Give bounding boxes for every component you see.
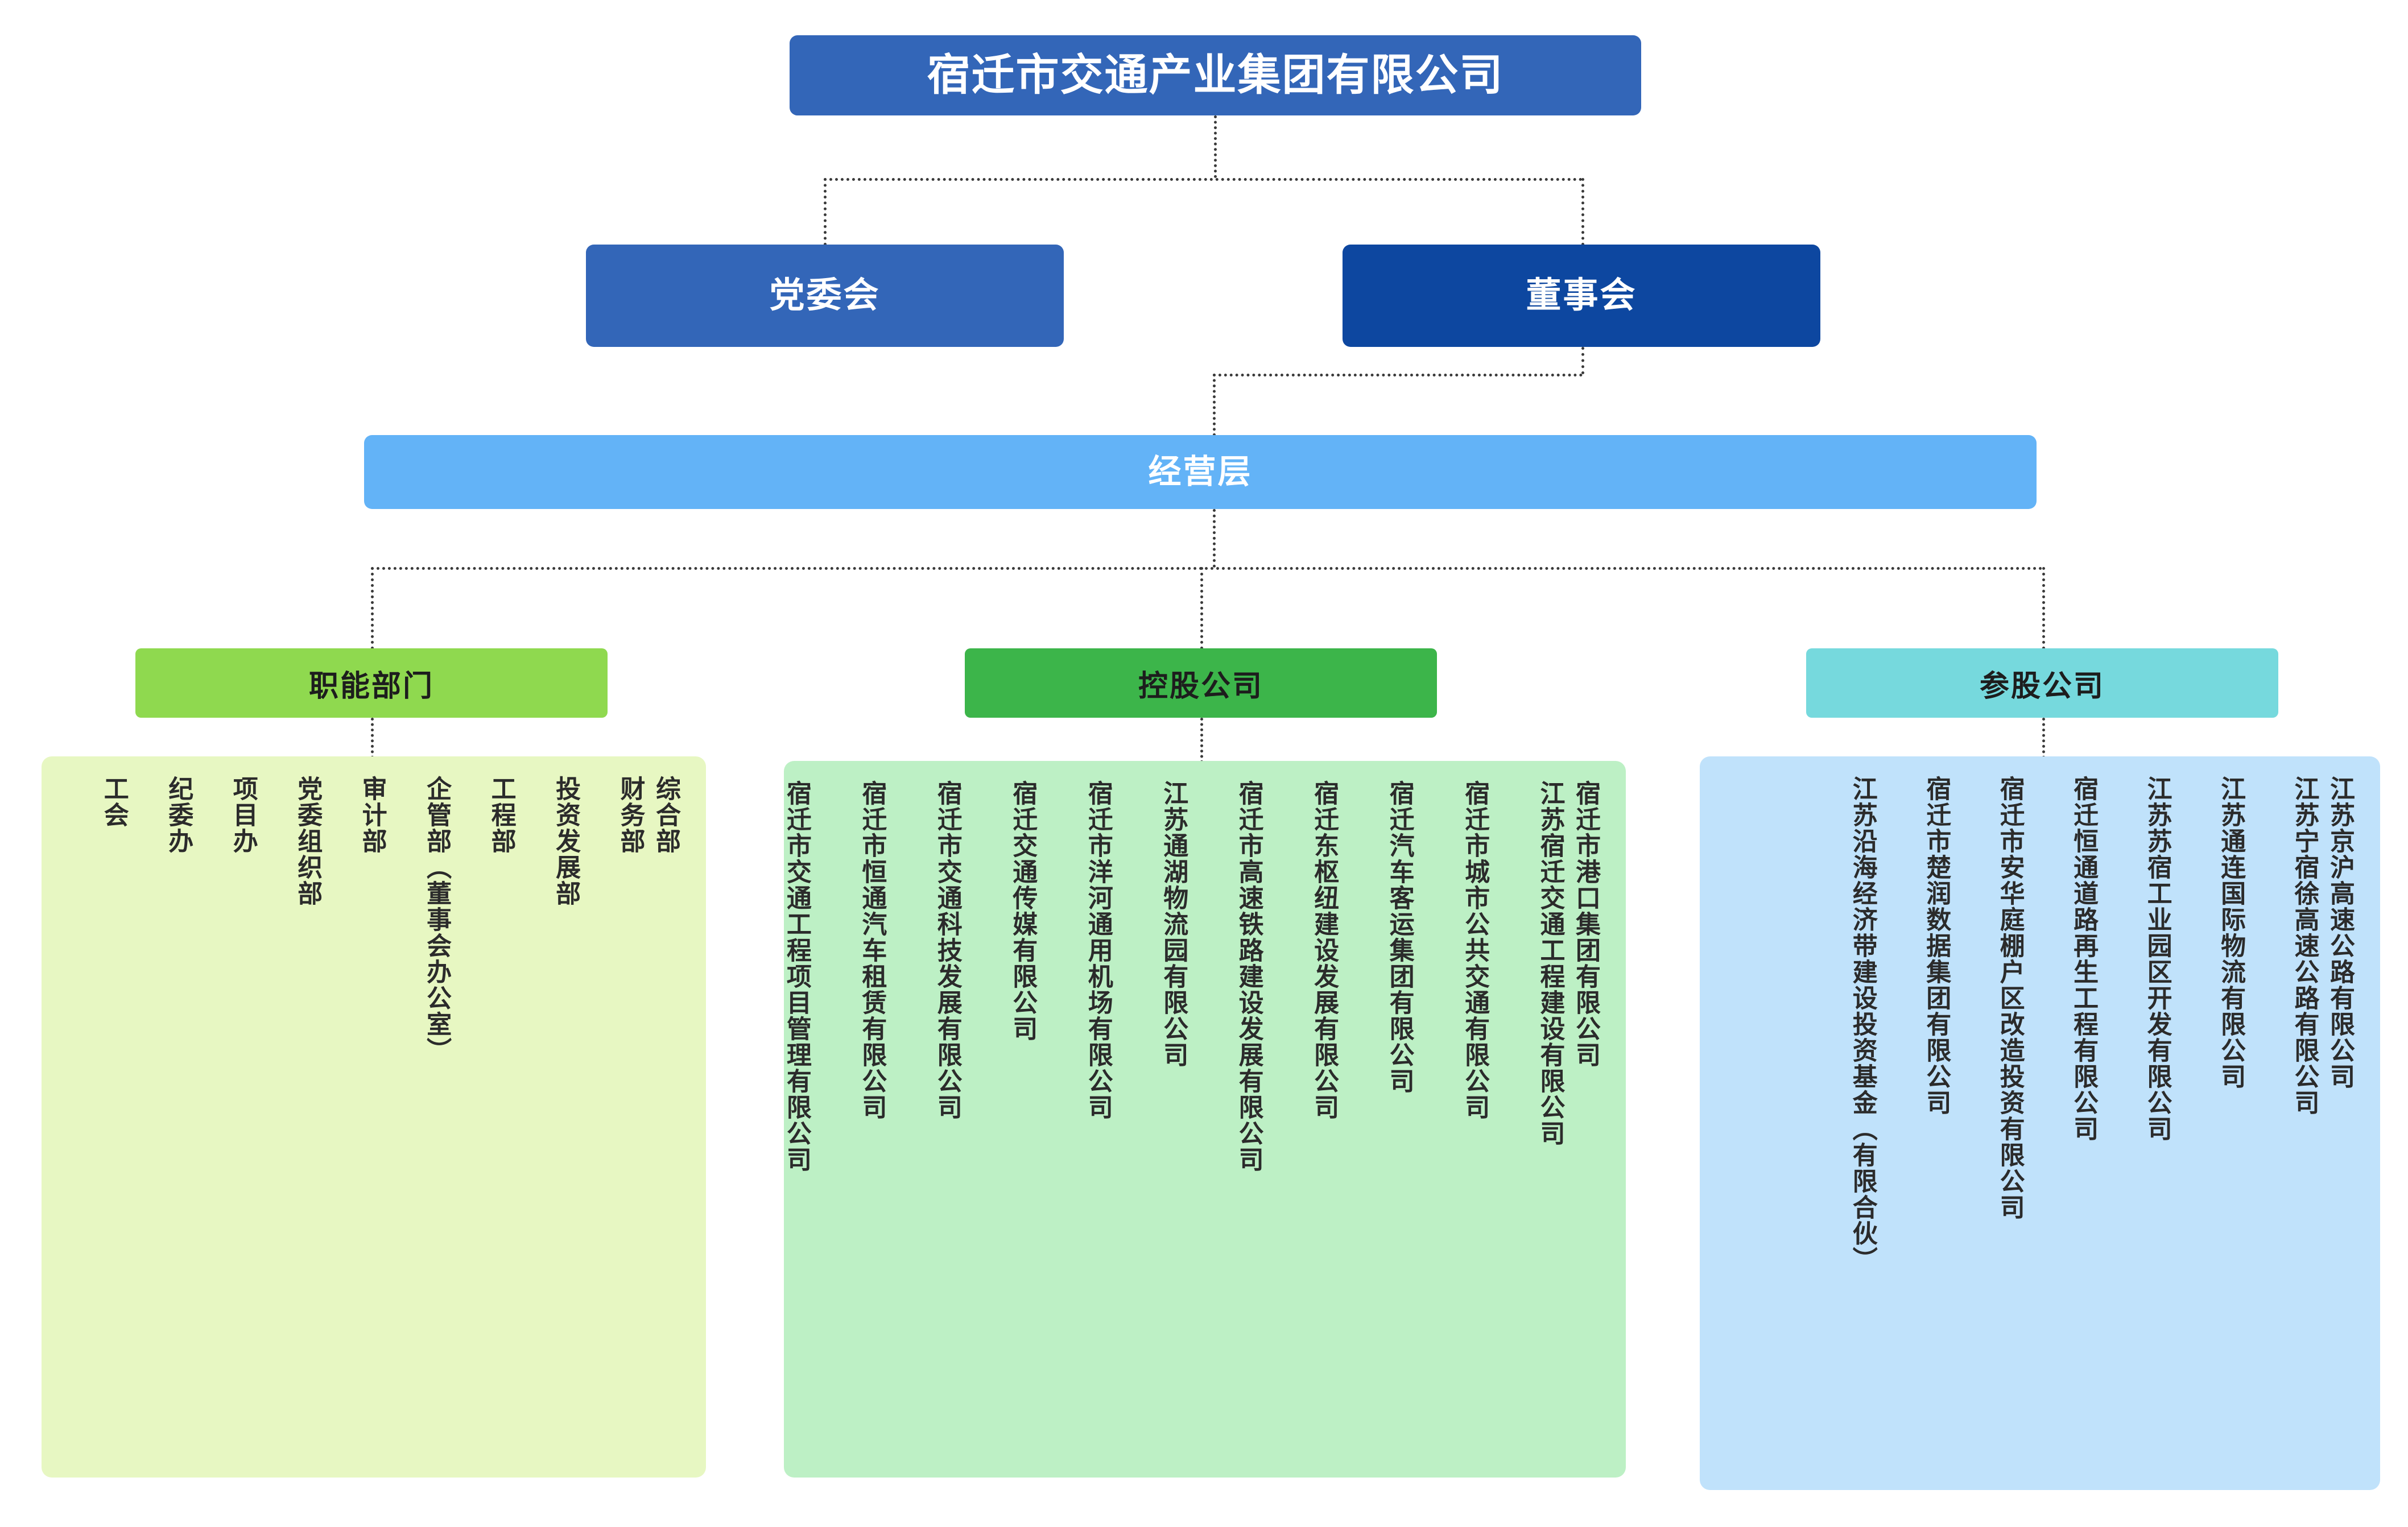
management-layer-box[interactable]: 经营层 [364,435,2037,509]
holding-company-item[interactable]: 宿迁市洋河通用机场有限公司 [1084,780,1112,1120]
equity-company-item[interactable]: 江苏沿海经济带建设投资基金（有限合伙） [1848,776,1877,1273]
connector-category-bus [371,567,2043,570]
functional-department-item[interactable]: 投资发展部 [552,776,580,907]
equity-company-item[interactable]: 江苏苏宿工业园区开发有限公司 [2143,776,2171,1142]
holding-company-item[interactable]: 宿迁市港口集团有限公司 [1572,780,1600,1068]
connector-cat-equity-down [2042,718,2045,759]
functional-department-item[interactable]: 纪委办 [164,776,193,854]
equity-company-item[interactable]: 江苏通连国际物流有限公司 [2217,776,2245,1090]
category-header-equity[interactable]: 参股公司 [1806,648,2278,718]
holding-company-item[interactable]: 宿迁汽车客运集团有限公司 [1385,780,1414,1094]
equity-company-item[interactable]: 宿迁市安华庭棚户区改造投资有限公司 [1996,776,2024,1220]
holding-company-item[interactable]: 宿迁市高速铁路建设发展有限公司 [1234,780,1263,1173]
functional-department-item[interactable]: 项目办 [229,776,257,854]
connector-to-board [1581,178,1584,246]
functional-department-item[interactable]: 财务部 [616,776,645,854]
connector-to-cat-functional [371,567,374,649]
connector-level2-bus [824,178,1583,181]
holding-company-item[interactable]: 宿迁市交通科技发展有限公司 [933,780,961,1120]
holding-company-item[interactable]: 江苏通湖物流园有限公司 [1159,780,1188,1068]
equity-company-item[interactable]: 宿迁恒通道路再生工程有限公司 [2070,776,2098,1142]
functional-department-item[interactable]: 党委组织部 [294,776,322,907]
connector-mgmt-down [1213,509,1216,568]
panel-holding-companies: 宿迁市港口集团有限公司江苏宿迁交通工程建设有限公司 宿迁市城市公共交通有限公司 宿迁… [783,761,1626,1478]
connector-cat-functional-down [371,718,374,759]
connector-board-down [1581,347,1584,374]
holding-company-item[interactable]: 宿迁交通传媒有限公司 [1009,780,1037,1042]
connector-to-party [824,178,827,246]
board-of-directors-box[interactable]: 董事会 [1343,245,1820,347]
functional-department-item[interactable]: 工程部 [487,776,515,854]
holding-company-item[interactable]: 宿迁市城市公共交通有限公司 [1461,780,1489,1120]
equity-company-item[interactable]: 江苏宁宿徐高速公路有限公司 [2290,776,2319,1116]
party-committee-box[interactable]: 党委会 [586,245,1064,347]
functional-department-item[interactable]: 工会 [100,776,128,828]
functional-department-item[interactable]: 综合部 [652,776,680,854]
holding-company-item[interactable]: 宿迁市恒通汽车租赁有限公司 [858,780,886,1120]
functional-department-item[interactable]: 企管部（董事会办公室） [423,776,451,1063]
equity-company-item[interactable]: 江苏京沪高速公路有限公司 [2326,776,2354,1090]
functional-department-item[interactable]: 审计部 [358,776,386,854]
connector-to-cat-holding [1200,567,1203,649]
connector-mgmt-up [1213,374,1216,436]
connector-to-cat-equity [2042,567,2045,649]
connector-board-to-mgmt [1213,374,1583,376]
root-company-box[interactable]: 宿迁市交通产业集团有限公司 [790,35,1641,115]
connector-root-down [1214,115,1217,178]
category-header-functional[interactable]: 职能部门 [135,648,608,718]
equity-company-item[interactable]: 宿迁市楚润数据集团有限公司 [1922,776,1951,1116]
panel-equity-companies: 江苏京沪高速公路有限公司江苏宁宿徐高速公路有限公司 江苏通连国际物流有限公司 江苏苏… [1700,756,2380,1490]
holding-company-item[interactable]: 宿迁市交通工程项目管理有限公司 [782,780,811,1173]
holding-company-item[interactable]: 江苏宿迁交通工程建设有限公司 [1536,780,1564,1147]
panel-functional-departments: 综合部财务部 投资发展部 工程部 企管部（董事会办公室） 审计部 党委组织部 项目办 纪委办 工… [42,756,706,1478]
category-header-holding[interactable]: 控股公司 [965,648,1437,718]
holding-company-item[interactable]: 宿迁东枢纽建设发展有限公司 [1310,780,1339,1120]
connector-cat-holding-down [1200,718,1203,763]
